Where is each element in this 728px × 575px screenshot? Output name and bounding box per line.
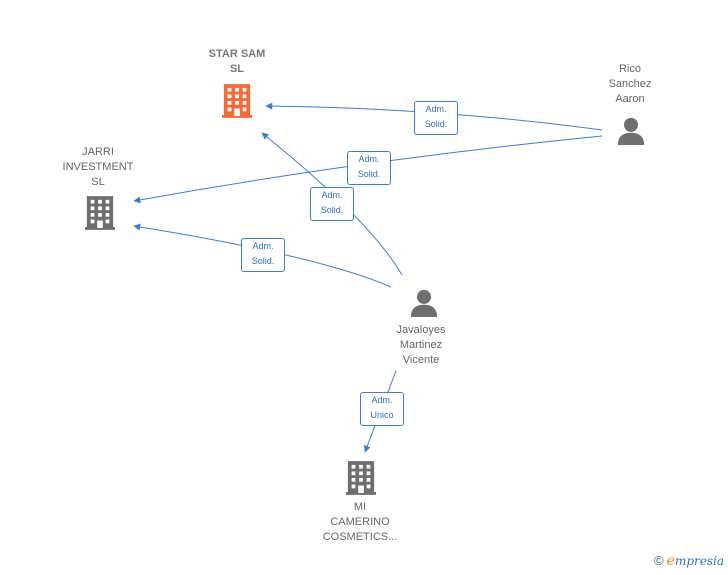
node-label-rico[interactable]: Rico Sanchez Aaron	[608, 63, 652, 105]
building-icon[interactable]	[346, 461, 376, 495]
building-icon[interactable]	[222, 84, 252, 118]
edge-label-jav-jarri: Adm. Solid.	[241, 238, 285, 272]
brand-initial: e	[666, 553, 675, 569]
person-icon[interactable]	[410, 289, 438, 317]
building-icon[interactable]	[85, 196, 115, 230]
edge-label-rico-star: Adm. Solid.	[414, 101, 458, 135]
node-label-mi-camerino[interactable]: MI CAMERINO COSMETICS...	[322, 501, 398, 543]
node-label-jarri[interactable]: JARRI INVESTMENT SL	[62, 146, 134, 188]
node-label-javaloyes[interactable]: Javaloyes Martinez Vicente	[396, 324, 446, 366]
brand-name: mpresia	[674, 554, 724, 568]
edge-label-jav-star: Adm. Solid.	[310, 187, 354, 221]
edge-jav-jarri	[133, 223, 392, 288]
person-icon[interactable]	[617, 117, 645, 145]
copyright-icon: ©	[654, 553, 664, 568]
empresia-logo[interactable]: ©empresia	[654, 553, 724, 569]
edge-label-jav-mi: Adm. Unico	[360, 392, 404, 426]
node-label-star-sam[interactable]: STAR SAM SL	[208, 48, 266, 75]
edge-label-rico-jarri: Adm. Solid.	[347, 151, 391, 185]
